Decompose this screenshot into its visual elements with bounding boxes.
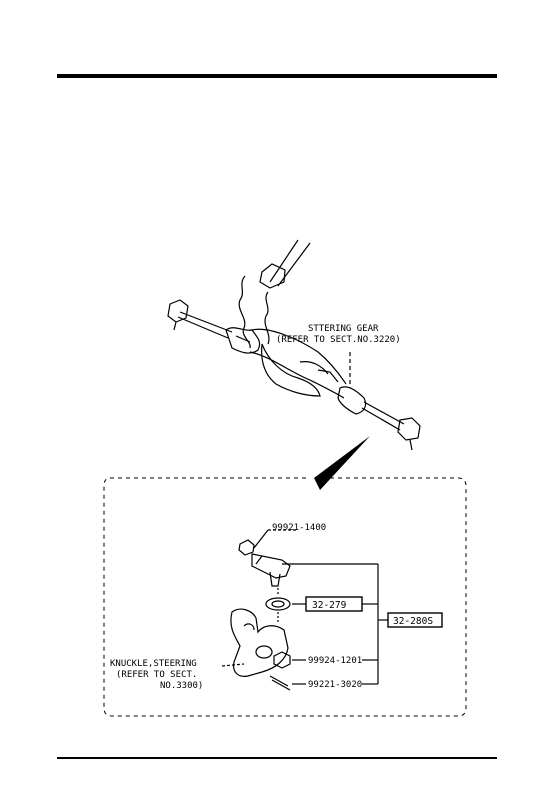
part-cotter-pin: 99221-3020 (308, 680, 362, 690)
knuckle-ref-line2: NO.3300) (160, 681, 203, 691)
knuckle-label: KNUCKLE,STEERING (110, 659, 197, 669)
knuckle-ref-line1: (REFER TO SECT. (116, 670, 197, 680)
part-nut-lower: 99924-1201 (308, 656, 362, 666)
assembly-box (387, 612, 443, 628)
steering-gear-ref: (REFER TO SECT.NO.3220) (276, 335, 401, 345)
steering-gear-illustration (167, 239, 421, 451)
bottom-rule (57, 757, 497, 759)
detail-frame (103, 477, 467, 717)
steering-gear-label: STTERING GEAR (308, 324, 379, 334)
top-rule (57, 74, 497, 78)
detail-pointer (314, 436, 370, 490)
part-assembly: 32-280S (393, 616, 433, 627)
tie-rod-end-box (305, 596, 363, 612)
detail-illustration (221, 529, 388, 691)
part-tie-rod-end: 32-279 (312, 600, 347, 611)
part-nut-top: 99921-1400 (272, 523, 326, 533)
